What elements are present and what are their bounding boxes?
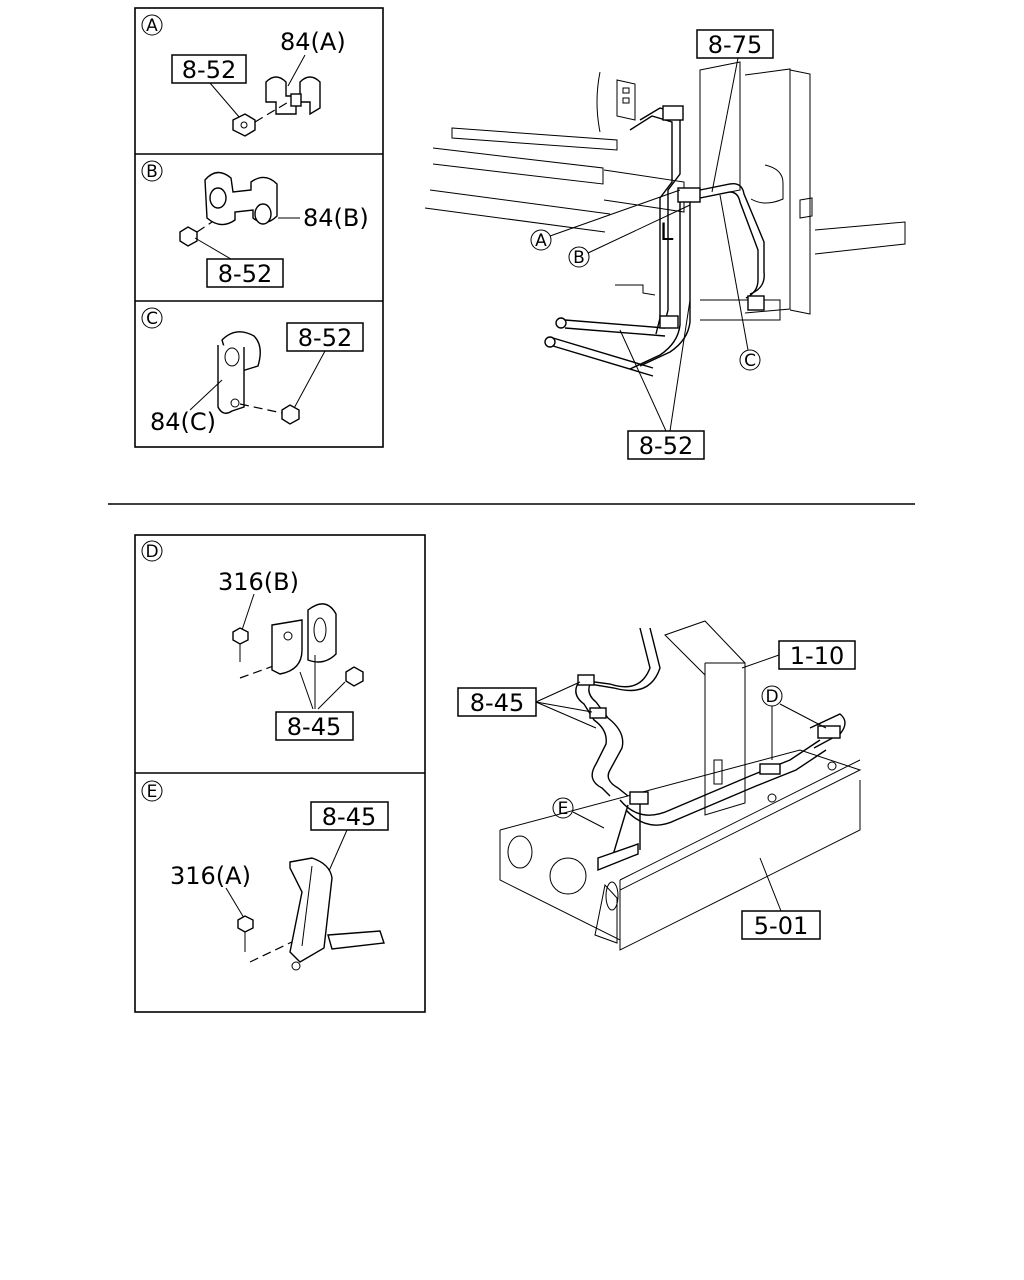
main-bottom-ref-8-52: 8-52 <box>639 432 693 460</box>
bracket-e-icon <box>289 857 333 963</box>
main-top-ref-8-75: 8-75 <box>708 31 762 59</box>
top-main-drawing: L 8-75 A B C 8-52 <box>424 29 906 460</box>
detail-c-ref: 8-52 <box>298 324 352 352</box>
detail-frame-abc <box>134 7 384 448</box>
bolt-icon <box>232 627 249 645</box>
main-ref-1-10: 1-10 <box>790 642 844 670</box>
main-callout-b: B <box>573 248 585 268</box>
main-callout-e: E <box>558 799 569 819</box>
detail-b-part-label: 84(B) <box>303 204 369 232</box>
detail-e-ref: 8-45 <box>322 803 376 831</box>
svg-text:L: L <box>660 218 674 246</box>
bolt-icon <box>237 915 254 933</box>
detail-a-ref: 8-52 <box>182 56 236 84</box>
detail-frame-de <box>134 534 426 1013</box>
detail-d-ref: 8-45 <box>287 713 341 741</box>
nut-icon <box>345 666 364 687</box>
main-ref-5-01: 5-01 <box>754 912 808 940</box>
detail-e-letter: E <box>147 782 158 802</box>
detail-d-part-label: 316(B) <box>218 568 299 596</box>
detail-d: D 316(B) 8-45 <box>141 540 364 741</box>
detail-e: E 8-45 316(A) <box>141 780 389 971</box>
detail-b-letter: B <box>146 162 158 182</box>
detail-c-letter: C <box>146 309 158 329</box>
detail-a: A 84(A) 8-52 <box>141 14 346 137</box>
detail-d-letter: D <box>145 542 158 562</box>
detail-b-ref: 8-52 <box>218 260 272 288</box>
detail-e-part-label: 316(A) <box>170 862 251 890</box>
detail-b: B 84(B) 8-52 <box>141 160 369 288</box>
main-callout-c: C <box>744 351 756 371</box>
detail-a-part-label: 84(A) <box>280 28 346 56</box>
bracket-icon <box>271 619 303 675</box>
clip-icon <box>307 603 337 663</box>
bolt-icon <box>281 404 300 425</box>
bottom-main-drawing: 8-45 1-10 D E 5-01 <box>457 620 862 951</box>
nut-icon <box>232 113 256 137</box>
detail-c-part-label: 84(C) <box>150 408 216 436</box>
detail-c: C 8-52 84(C) <box>141 307 364 436</box>
main-callout-d: D <box>765 687 778 707</box>
main-ref-8-45: 8-45 <box>470 689 524 717</box>
main-callout-a: A <box>535 231 547 251</box>
bolt-icon <box>179 226 198 247</box>
detail-a-letter: A <box>146 16 158 36</box>
